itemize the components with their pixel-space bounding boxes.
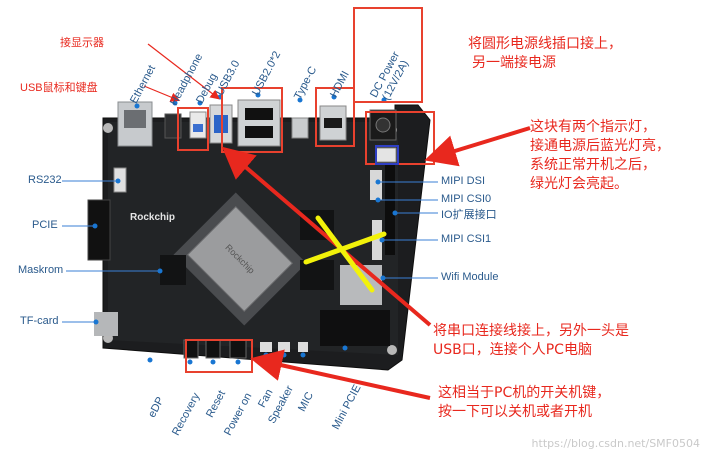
mipi-dsi-connector: [370, 170, 382, 200]
label-maskrom: Maskrom: [18, 264, 64, 276]
mini-pcie-slot: [320, 310, 390, 346]
label-mipi-csi0: MIPI CSI0: [441, 193, 492, 205]
watermark: https://blog.csdn.net/SMF0504: [531, 437, 700, 450]
pcie-slot: [87, 199, 111, 261]
label-io-expansion: IO扩展接口: [441, 209, 497, 221]
label-connect-display: 接显示器: [60, 37, 104, 49]
io-header: [385, 165, 395, 255]
power-on-button: [229, 339, 247, 359]
speaker-header: [278, 342, 290, 352]
soc-chip: [186, 205, 294, 313]
type-c-port: [291, 117, 309, 139]
label-mipi-csi1: MIPI CSI1: [441, 233, 492, 245]
leader-lines: [62, 180, 438, 323]
tf-card-slot: [94, 312, 118, 336]
label-wifi-module: Wifi Module: [441, 271, 499, 283]
mipi-csi1-connector: [372, 220, 382, 260]
usb2-port: [237, 99, 281, 147]
brand-text: Rockchip: [130, 212, 175, 223]
note-line: 这相当于PC机的开关机键，: [438, 385, 611, 401]
label-mipi-dsi: MIPI DSI: [441, 175, 486, 187]
note-dc-power: 将圆形电源线插口接上， 另一端接电源: [468, 35, 622, 73]
note-indicator-lights: 这块有两个指示灯， 接通电源后蓝光灯亮， 系统正常开机之后， 绿光灯会亮起。: [530, 118, 670, 194]
led-highlight: [375, 145, 399, 165]
note-line: USB口，连接个人PC电脑: [433, 342, 592, 358]
indicator-leds: [375, 147, 397, 163]
label-tf-card: TF-card: [20, 315, 59, 327]
mount-hole: [103, 123, 113, 133]
note-power-button: 这相当于PC机的开关机键， 按一下可以关机或者开机: [438, 384, 610, 422]
note-line: 这块有两个指示灯，: [530, 119, 656, 135]
label-pcie: PCIE: [32, 219, 58, 231]
power-button-arrow: [250, 349, 431, 400]
label-rs232: RS232: [28, 174, 62, 186]
note-serial-connection: 将串口连接线接上，另外一头是 USB口，连接个人PC电脑: [433, 322, 629, 360]
wifi-module: [340, 265, 382, 305]
note-line: 系统正常开机之后，: [530, 157, 656, 173]
fan-header: [260, 342, 272, 352]
mic-header: [298, 342, 308, 352]
note-line: 按一下可以关机或者开机: [438, 404, 592, 420]
serial-arrow: [221, 146, 432, 327]
note-line: 绿光灯会亮起。: [530, 176, 628, 192]
mount-hole: [387, 345, 397, 355]
leds-arrow: [424, 126, 531, 167]
yellow-cross-mark: [303, 215, 387, 293]
reset-button: [205, 339, 221, 359]
note-line: 另一端接电源: [472, 55, 556, 71]
note-line: 接通电源后蓝光灯亮，: [530, 138, 670, 154]
note-line: 将串口连接线接上，另外一头是: [433, 323, 629, 339]
note-line: 将圆形电源线插口接上，: [468, 36, 622, 52]
label-usb-mouse-keyboard: USB鼠标和键盘: [20, 82, 98, 94]
